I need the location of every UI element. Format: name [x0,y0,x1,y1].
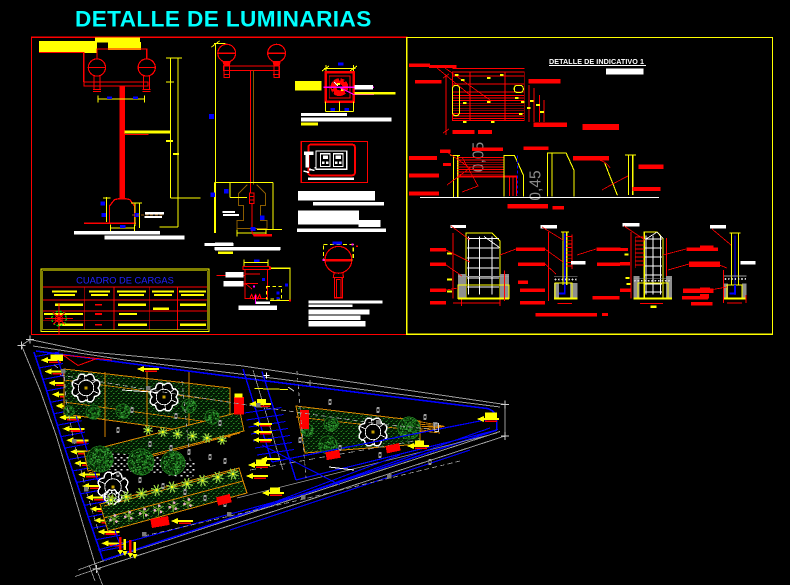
svg-text:DETALLE DE LUMINARIAS: DETALLE DE LUMINARIAS [75,7,372,32]
svg-text:0,45: 0,45 [528,170,545,200]
svg-text:0,05: 0,05 [471,142,488,172]
svg-text:DETALLE DE INDICATIVO 1: DETALLE DE INDICATIVO 1 [549,57,644,66]
svg-text:CUADRO DE CARGAS: CUADRO DE CARGAS [76,276,174,286]
